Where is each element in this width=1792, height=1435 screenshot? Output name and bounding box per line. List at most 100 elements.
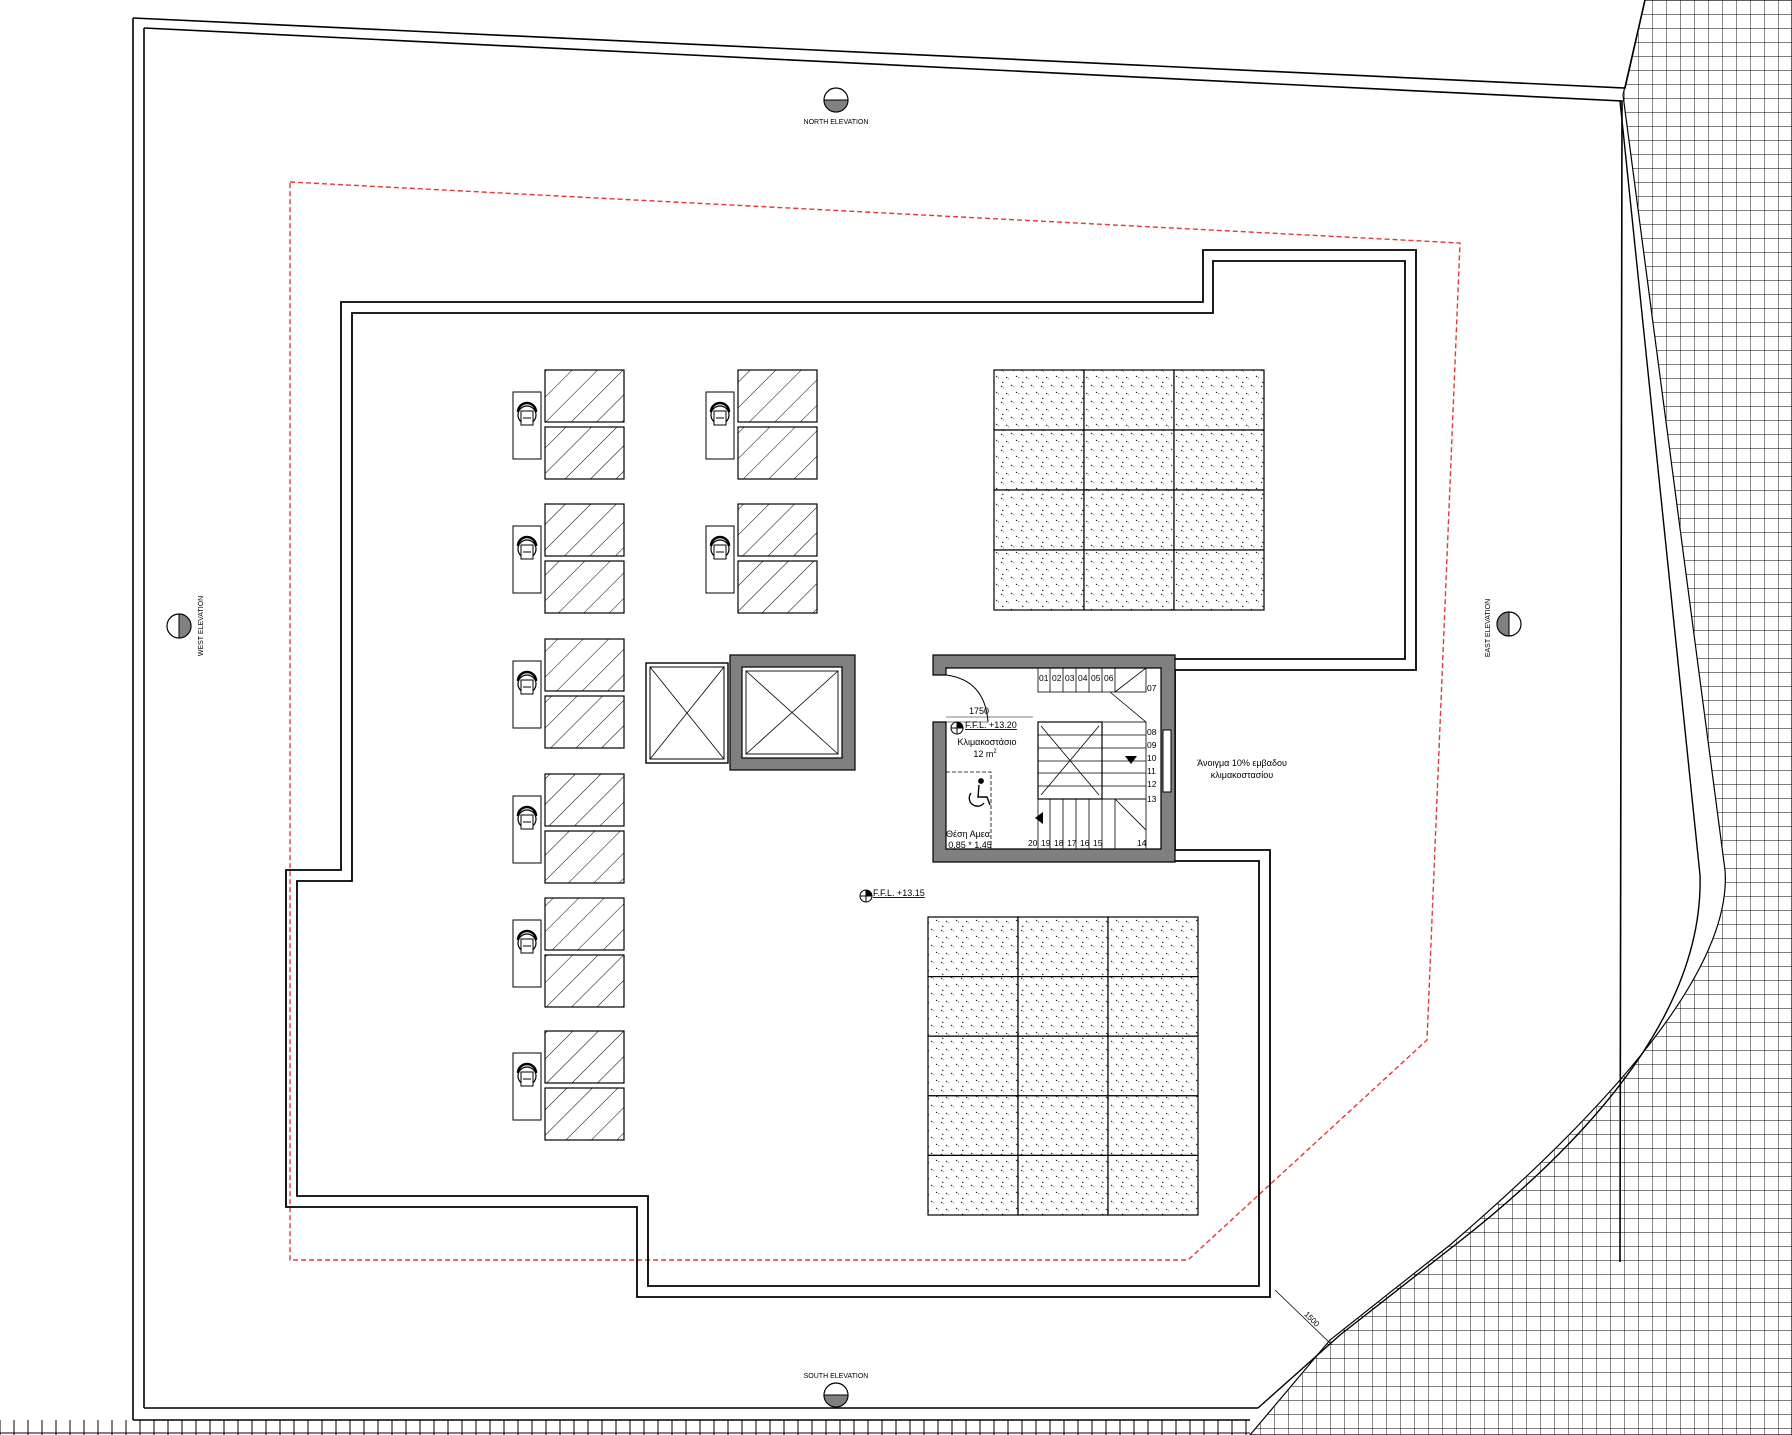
solar-heater-unit bbox=[705, 369, 818, 480]
solar-panel bbox=[544, 695, 625, 749]
water-heater-icon bbox=[705, 391, 735, 460]
stair-step-number: 05 bbox=[1091, 673, 1101, 683]
pv-module bbox=[927, 1154, 1019, 1216]
solar-panel bbox=[544, 426, 625, 480]
solar-panel bbox=[737, 560, 818, 614]
stair-width-dimension: 1750 bbox=[969, 706, 989, 716]
stair-step-number: 04 bbox=[1078, 673, 1088, 683]
pv-array bbox=[927, 916, 1199, 1216]
stair-step-number: 15 bbox=[1093, 838, 1103, 848]
photovoltaic-arrays bbox=[927, 369, 1265, 1216]
solar-panel bbox=[544, 954, 625, 1008]
stair-step-number: 12 bbox=[1147, 779, 1157, 789]
stair-room bbox=[932, 654, 1176, 863]
setback-dimension bbox=[1274, 1289, 1333, 1346]
water-heater-icon bbox=[512, 919, 542, 988]
solar-heater-unit bbox=[512, 638, 625, 749]
south-elevation-marker bbox=[823, 1382, 849, 1408]
stair-step-number: 16 bbox=[1080, 838, 1090, 848]
pv-module bbox=[1083, 429, 1175, 491]
pv-module bbox=[927, 975, 1019, 1037]
solar-panel bbox=[737, 369, 818, 423]
pv-module bbox=[993, 489, 1085, 551]
solar-panel bbox=[544, 830, 625, 884]
stair-step-number: 06 bbox=[1104, 673, 1114, 683]
pv-module bbox=[1173, 489, 1265, 551]
stair-step-number: 14 bbox=[1137, 838, 1147, 848]
east-elevation-label: EAST ELEVATION bbox=[1485, 599, 1492, 657]
solar-panel bbox=[544, 369, 625, 423]
pv-module bbox=[1083, 369, 1175, 431]
pv-module bbox=[927, 1035, 1019, 1097]
west-elevation-label: WEST ELEVATION bbox=[198, 596, 205, 656]
solar-panel bbox=[544, 1087, 625, 1141]
pv-module bbox=[1107, 1154, 1199, 1216]
water-heater-icon bbox=[512, 1052, 542, 1121]
stair-step-number: 20 bbox=[1028, 838, 1038, 848]
pv-module bbox=[1173, 369, 1265, 431]
pv-module bbox=[993, 369, 1085, 431]
pv-module bbox=[1107, 1095, 1199, 1157]
solar-panel bbox=[544, 503, 625, 557]
water-heater-icon bbox=[512, 391, 542, 460]
pv-module bbox=[1017, 1035, 1109, 1097]
pv-module bbox=[1173, 429, 1265, 491]
stair-step-number: 03 bbox=[1065, 673, 1075, 683]
stair-step-number: 01 bbox=[1039, 673, 1049, 683]
elevator-shaft bbox=[645, 654, 856, 771]
pv-module bbox=[1083, 489, 1175, 551]
stair-room-area: 12 m2 bbox=[973, 749, 997, 759]
solar-panel bbox=[544, 1030, 625, 1084]
solar-heater-unit bbox=[512, 773, 625, 884]
north-elevation-label: NORTH ELEVATION bbox=[804, 119, 869, 126]
stair-ffl-label: F.F.L. +13.20 bbox=[965, 720, 1017, 730]
pv-module bbox=[1017, 1095, 1109, 1157]
adjacent-tiled-area bbox=[1249, 0, 1792, 1435]
parapet-inner bbox=[296, 260, 1406, 1287]
plot-east-boundary bbox=[1257, 100, 1701, 1409]
accessible-space-size: 0,85 * 1,45 bbox=[948, 840, 992, 850]
solar-heater-unit bbox=[512, 897, 625, 1008]
pv-module bbox=[993, 429, 1085, 491]
stair-step-number: 17 bbox=[1067, 838, 1077, 848]
pv-array bbox=[993, 369, 1265, 611]
plot-boundary bbox=[132, 0, 1646, 89]
opening-note-line2: κλιμακοστασίου bbox=[1211, 770, 1274, 780]
solar-panel bbox=[544, 897, 625, 951]
solar-panel bbox=[737, 503, 818, 557]
stair-room-area-value: 12 m bbox=[973, 749, 993, 759]
water-heater-icon bbox=[512, 525, 542, 594]
level-marker-icon bbox=[950, 721, 964, 735]
stair-room-name: Κλιμακοστάσιο bbox=[957, 737, 1016, 747]
solar-heaters bbox=[512, 369, 818, 1141]
stair-step-number: 02 bbox=[1052, 673, 1062, 683]
solar-panel bbox=[544, 560, 625, 614]
north-elevation-marker bbox=[823, 87, 849, 113]
stair-step-number: 11 bbox=[1147, 766, 1156, 776]
pv-module bbox=[1017, 975, 1109, 1037]
west-elevation-marker bbox=[166, 613, 192, 639]
water-heater-icon bbox=[512, 660, 542, 729]
solar-heater-unit bbox=[512, 503, 625, 614]
pv-module bbox=[927, 916, 1019, 978]
pv-module bbox=[927, 1095, 1019, 1157]
water-heater-icon bbox=[512, 795, 542, 864]
solar-heater-unit bbox=[705, 503, 818, 614]
pv-module bbox=[1173, 549, 1265, 611]
pv-module bbox=[993, 549, 1085, 611]
pv-module bbox=[1107, 975, 1199, 1037]
solar-heater-unit bbox=[512, 369, 625, 480]
level-marker-icon bbox=[859, 889, 873, 903]
pv-module bbox=[1017, 916, 1109, 978]
pv-module bbox=[1107, 1035, 1199, 1097]
solar-panel bbox=[544, 638, 625, 692]
opening-note-line1: Άνοιγμα 10% εμβαδου bbox=[1197, 758, 1287, 768]
stair-room-area-unit-sup: 2 bbox=[993, 749, 997, 755]
pv-module bbox=[1017, 1154, 1109, 1216]
stair-step-number: 07 bbox=[1147, 683, 1157, 693]
stair-step-number: 09 bbox=[1147, 740, 1157, 750]
setback-line bbox=[289, 181, 1461, 1261]
stair-step-number: 10 bbox=[1147, 753, 1157, 763]
